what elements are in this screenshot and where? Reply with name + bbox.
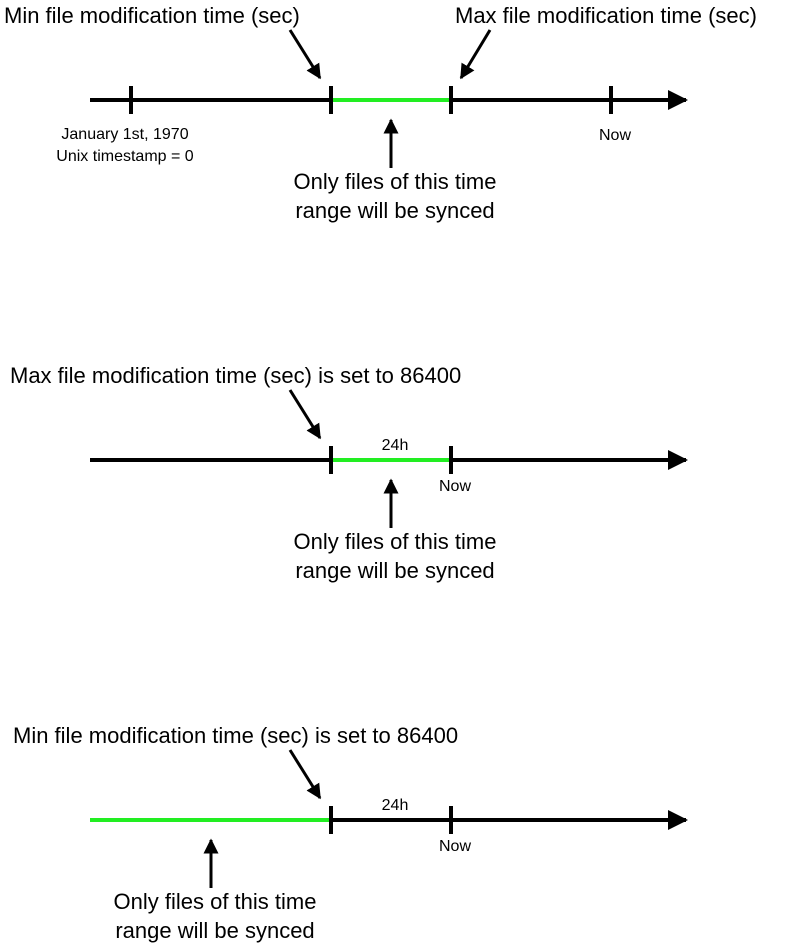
duration-label: 24h	[382, 797, 409, 814]
range-caption-line2: range will be synced	[115, 918, 314, 943]
range-caption-line2: range will be synced	[295, 198, 494, 223]
now-label: Now	[599, 127, 631, 144]
setting-pointer-arrow	[288, 389, 322, 440]
now-label: Now	[439, 838, 471, 855]
min-time-label: Min file modification time (sec)	[4, 3, 300, 28]
range-caption-line2: range will be synced	[295, 558, 494, 583]
min-pointer-arrow	[288, 29, 322, 80]
duration-label: 24h	[382, 437, 409, 454]
diagram-min-set: Min file modification time (sec) is set …	[13, 723, 688, 943]
epoch-date-label: January 1st, 1970	[61, 126, 188, 143]
diagram-max-set: Max file modification time (sec) is set …	[10, 363, 688, 583]
max-pointer-arrow	[459, 29, 492, 80]
epoch-timestamp-label: Unix timestamp = 0	[56, 148, 193, 165]
range-caption-line1: Only files of this time	[294, 169, 497, 194]
setting-pointer-arrow	[288, 749, 322, 800]
max-setting-label: Max file modification time (sec) is set …	[10, 363, 461, 388]
max-time-label: Max file modification time (sec)	[455, 3, 757, 28]
min-setting-label: Min file modification time (sec) is set …	[13, 723, 458, 748]
now-label: Now	[439, 478, 471, 495]
range-caption-line1: Only files of this time	[114, 889, 317, 914]
range-caption-line1: Only files of this time	[294, 529, 497, 554]
diagram-full-range: Min file modification time (sec) Max fil…	[4, 3, 757, 223]
